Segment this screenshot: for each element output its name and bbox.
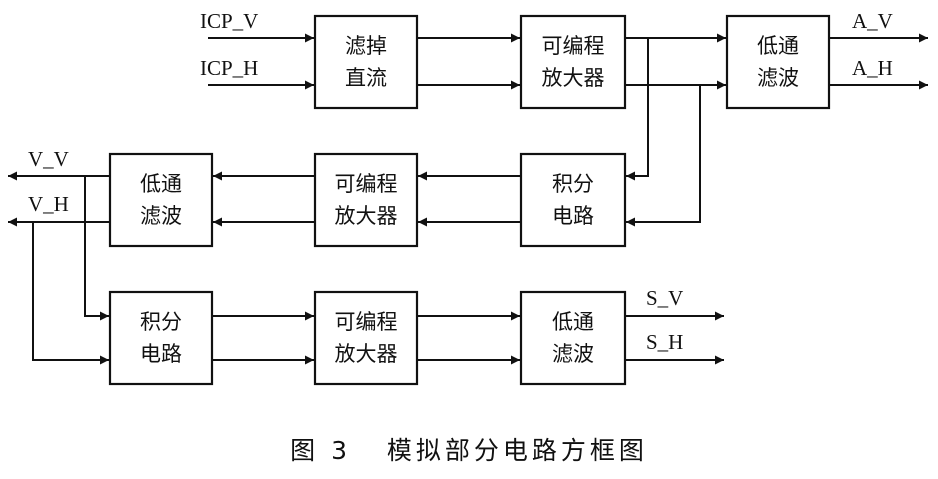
block-integrator-bot-line1: 积分 — [140, 310, 182, 334]
block-lpf-mid-line1: 低通 — [140, 172, 182, 196]
block-integrator-mid: 积分 电路 — [519, 152, 627, 248]
arrow-branch-v-to-integrator-bot — [84, 176, 109, 321]
label-icp-v: ICP_V — [200, 9, 258, 33]
block-amp-mid-line1: 可编程 — [335, 172, 398, 196]
block-amp-top-line1: 可编程 — [542, 34, 605, 58]
label-a-h: A_H — [852, 56, 893, 80]
block-programmable-amp-bot: 可编程 放大器 — [313, 290, 419, 386]
block-amp-mid-line2: 放大器 — [335, 204, 398, 228]
block-amp-bot-line1: 可编程 — [335, 310, 398, 334]
block-dc-removal-line2: 直流 — [345, 66, 387, 90]
label-s-v: S_V — [646, 286, 683, 310]
block-lowpass-filter-top: 低通 滤波 — [725, 14, 831, 110]
block-integrator-bot: 积分 电路 — [108, 290, 214, 386]
block-lpf-top-line1: 低通 — [757, 34, 799, 58]
block-lpf-mid-line2: 滤波 — [140, 204, 182, 228]
block-lpf-bot-line2: 滤波 — [552, 342, 594, 366]
block-lpf-bot-line1: 低通 — [552, 310, 594, 334]
arrow-branch-v-to-integrator — [626, 38, 649, 181]
arrow-branch-h-to-integrator-bot — [32, 222, 109, 365]
block-programmable-amp-mid: 可编程 放大器 — [313, 152, 419, 248]
arrow-branch-h-to-integrator — [626, 85, 701, 227]
block-lpf-top-line2: 滤波 — [757, 66, 799, 90]
block-amp-top-line2: 放大器 — [542, 66, 605, 90]
block-amp-bot-line2: 放大器 — [335, 342, 398, 366]
block-programmable-amp-top: 可编程 放大器 — [519, 14, 627, 110]
block-integrator-mid-line2: 电路 — [552, 204, 594, 228]
label-s-h: S_H — [646, 330, 683, 354]
block-dc-removal: 滤掉 直流 — [313, 14, 419, 110]
label-v-v: V_V — [28, 147, 69, 171]
label-icp-h: ICP_H — [200, 56, 258, 80]
block-integrator-bot-line2: 电路 — [140, 342, 182, 366]
label-a-v: A_V — [852, 9, 893, 33]
block-lowpass-filter-mid: 低通 滤波 — [108, 152, 214, 248]
block-dc-removal-line1: 滤掉 — [345, 34, 387, 58]
block-lowpass-filter-bot: 低通 滤波 — [519, 290, 627, 386]
block-integrator-mid-line1: 积分 — [552, 172, 594, 196]
figure-caption: 图 3 模拟部分电路方框图 — [290, 436, 648, 465]
label-v-h: V_H — [28, 192, 69, 216]
